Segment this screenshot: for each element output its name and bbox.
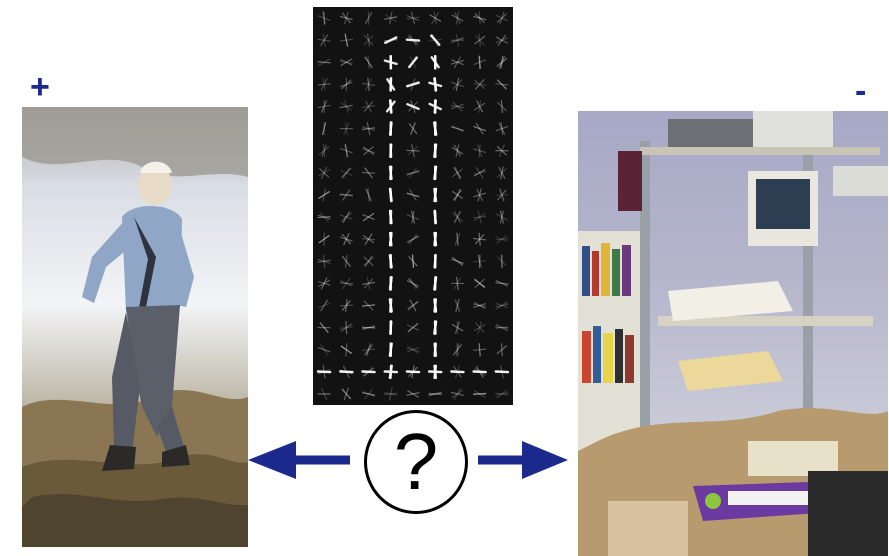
arrow-left-icon xyxy=(248,441,350,479)
question-mark-label: ? xyxy=(364,412,468,512)
arrow-right-icon xyxy=(478,441,568,479)
